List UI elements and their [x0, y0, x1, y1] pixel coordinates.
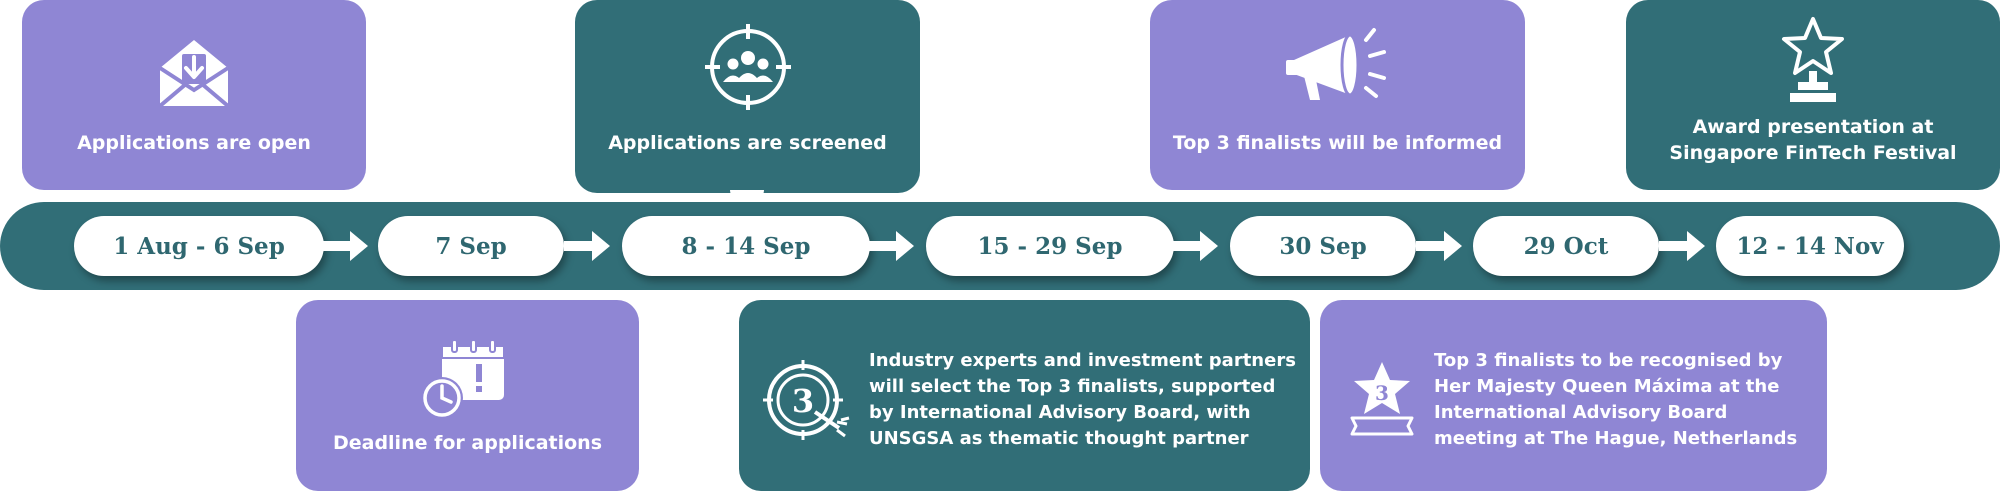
card-finalists-informed: Top 3 finalists will be informed: [1150, 0, 1525, 190]
date-pill-7: 12 - 14 Nov: [1716, 216, 1904, 276]
megaphone-icon: [1286, 28, 1386, 100]
connector-notch: [1568, 290, 1602, 300]
date-pill-1: 1 Aug - 6 Sep: [74, 216, 324, 276]
envelope-download-icon: [158, 40, 230, 108]
arrow-right-icon: [1416, 231, 1462, 261]
connector-notch: [730, 190, 764, 200]
arrow-right-icon: [1659, 231, 1705, 261]
arrow-right-icon: [322, 231, 368, 261]
date-pill-2: 7 Sep: [378, 216, 564, 276]
calendar-clock-alert-icon: [421, 339, 505, 419]
arrow-right-icon: [564, 231, 610, 261]
card-applications-screened: Applications are screened: [575, 0, 920, 193]
connector-notch: [1020, 290, 1054, 300]
target-3-arrow-icon: 3: [763, 360, 850, 440]
card-recognition-line4: meeting at The Hague, Netherlands: [1434, 428, 1798, 449]
connector-notch: [1797, 190, 1831, 200]
connector-notch: [176, 190, 210, 200]
card-screened-title: Applications are screened: [608, 132, 887, 154]
connector-notch: [1318, 190, 1352, 200]
date-pill-6: 29 Oct: [1473, 216, 1659, 276]
card-recognition-line3: International Advisory Board: [1434, 402, 1728, 423]
star-badge-3-icon: 3: [1350, 362, 1414, 436]
connector-notch: [455, 290, 489, 300]
date-pill-4: 15 - 29 Sep: [926, 216, 1174, 276]
badge-digit: 3: [1375, 381, 1389, 405]
card-applications-open: Applications are open: [22, 0, 366, 190]
card-informed-title: Top 3 finalists will be informed: [1172, 132, 1503, 154]
target-digit: 3: [792, 382, 814, 420]
card-recognition: 3 Top 3 finalists to be recognised by He…: [1320, 300, 1827, 491]
card-selection-line3: by International Advisory Board, with: [869, 402, 1251, 423]
card-selection-line4: UNSGSA as thematic thought partner: [869, 428, 1249, 449]
card-award-title-line2: Singapore FinTech Festival: [1669, 142, 1957, 164]
arrow-right-icon: [1172, 231, 1218, 261]
arrow-right-icon: [868, 231, 914, 261]
card-recognition-line1: Top 3 finalists to be recognised by: [1434, 350, 1783, 371]
star-trophy-icon: [1782, 17, 1844, 102]
date-pill-3: 8 - 14 Sep: [622, 216, 870, 276]
card-award-presentation: Award presentation at Singapore FinTech …: [1626, 0, 2000, 190]
card-recognition-line2: Her Majesty Queen Máxima at the: [1434, 376, 1780, 397]
card-selection-line2: will select the Top 3 finalists, support…: [869, 376, 1276, 397]
card-top3-selection: 3 Industry experts and investment partne…: [739, 300, 1310, 491]
card-deadline: Deadline for applications: [296, 300, 639, 491]
team-target-icon: [705, 24, 791, 110]
card-selection-line1: Industry experts and investment partners: [869, 350, 1296, 371]
card-deadline-title: Deadline for applications: [332, 432, 603, 454]
card-open-title: Applications are open: [77, 132, 311, 154]
date-pill-5: 30 Sep: [1230, 216, 1416, 276]
card-award-title-line1: Award presentation at: [1692, 116, 1934, 138]
